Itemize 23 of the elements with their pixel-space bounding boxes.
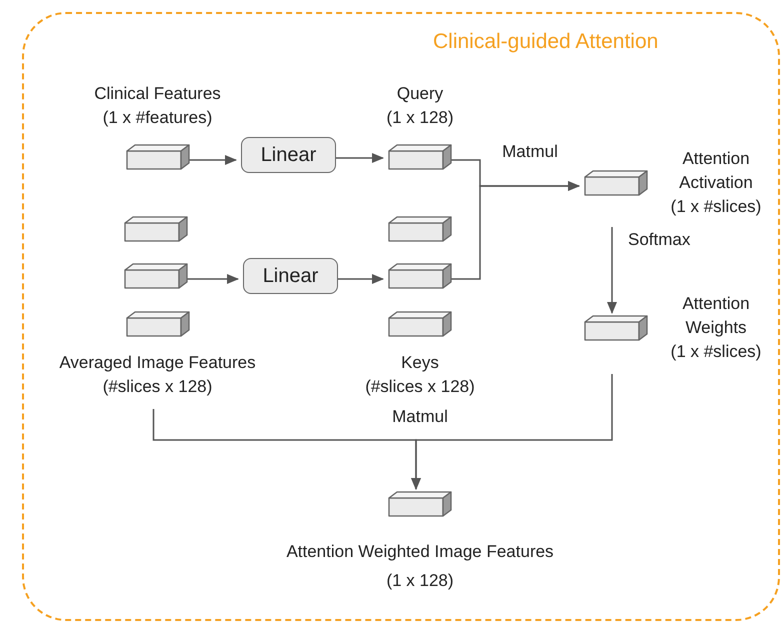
tensor-label: Attention Weighted Image Features (286, 541, 554, 563)
tensor-label: Attention Weights (681, 293, 751, 339)
tensor-label: (1 x #slices) (670, 196, 762, 218)
tensor-label: Attention Activation (678, 148, 754, 194)
tensor-label: (#slices x 128) (365, 376, 475, 398)
tensor-label: Keys (400, 352, 440, 374)
layer-box: Linear (241, 137, 336, 173)
arrow (449, 181, 580, 280)
layer-box: Linear (243, 258, 338, 294)
tensor-label: Clinical Features (94, 83, 221, 105)
arrow (411, 374, 613, 490)
tensor-label: (1 x 128) (386, 107, 454, 129)
tensor-label: Averaged Image Features (59, 352, 256, 374)
arrow (607, 227, 617, 314)
region-title: Clinical-guided Attention (433, 30, 658, 54)
arrow (186, 155, 237, 165)
tensor-label: (#slices x 128) (102, 376, 214, 398)
arrow (185, 274, 239, 284)
tensor-label: (1 x 128) (385, 570, 455, 592)
group-region (22, 12, 780, 621)
tensor-label: Query (396, 83, 444, 105)
tensor-label: (1 x #features) (102, 107, 214, 129)
tensor-label: (1 x #slices) (670, 341, 762, 363)
